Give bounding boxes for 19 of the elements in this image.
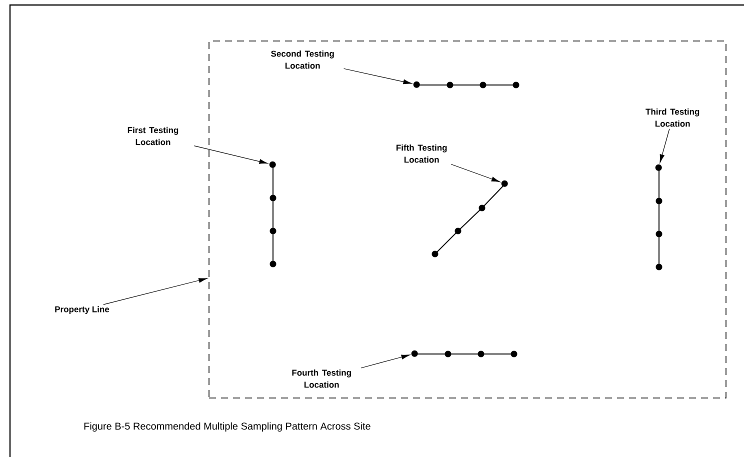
- sampling-point: [269, 161, 276, 168]
- property-line-border: [208, 40, 726, 398]
- location-label: Fifth Testing Location: [396, 144, 447, 163]
- leader-arrow: [194, 146, 268, 164]
- location-label: First Testing Location: [128, 126, 178, 146]
- leader-arrow: [343, 68, 412, 84]
- sampling-point: [411, 350, 418, 357]
- sampling-point: [413, 81, 420, 88]
- leader-arrow: [450, 164, 500, 182]
- location-label: Second Testing Location: [271, 50, 334, 69]
- leader-arrow: [660, 128, 670, 163]
- sampling-point: [501, 180, 508, 187]
- location-label: Property Line: [55, 306, 110, 314]
- location-label: Third Testing Location: [646, 108, 700, 127]
- leader-arrow: [103, 278, 208, 305]
- location-label: Fourth Testing Location: [292, 369, 351, 388]
- figure-caption: Figure B-5 Recommended Multiple Sampling Pattern Across Site: [84, 422, 370, 432]
- leader-arrow: [360, 354, 410, 368]
- sampling-point: [655, 164, 662, 171]
